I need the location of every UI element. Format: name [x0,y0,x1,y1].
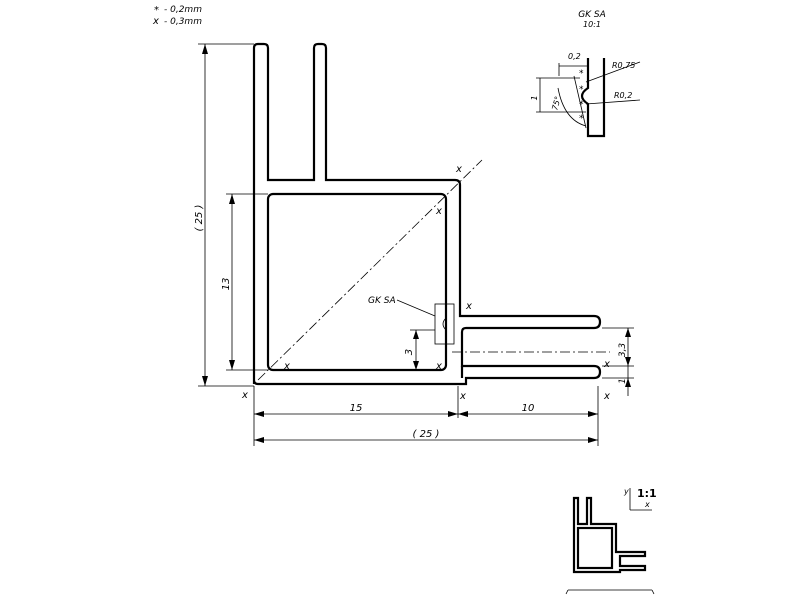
detail-radius-leaders [585,61,641,105]
section-label: GK SA [368,296,396,306]
thumbnail-base [565,589,655,595]
dim-overall-height-label: ( 25 ) [194,205,205,232]
thumbnail-axes [629,488,652,511]
detail-scale: 10:1 [583,20,601,29]
dim-right-arm: 3,3 1 [602,327,634,396]
detail-angle-arc [557,75,587,129]
dim-width-left-label: 15 [350,403,363,414]
x-marker: x [459,391,466,402]
x-marker: x [455,164,462,175]
section-box [434,303,455,345]
detail-dim-top [558,63,589,76]
detail-dim-top-label: 0,2 [568,52,581,61]
detail-view: GK SA 10:1 0,2 1 75° R0,75 R0,2 * * * * [530,10,641,138]
legend-star-text: - 0,2mm [164,5,202,15]
legend-star-symbol: * [154,5,159,16]
detail-radius-1: R0,75 [612,61,635,70]
dim-bottom-widths: 15 10 [253,386,599,446]
dim-inner-height-label: 13 [221,278,232,291]
detail-star-marker: * [579,100,584,110]
detail-star-marker: * [579,114,584,124]
x-marker: x [435,206,442,217]
dim-small-height: 3 [404,329,435,370]
dim-inner-height: 13 [221,193,268,371]
diagonal-centerline [257,159,483,381]
section-groove [442,304,447,344]
detail-title: GK SA [578,10,606,20]
detail-star-marker: * [579,69,584,79]
thumbnail-axis-y: y [623,487,629,496]
detail-dim-side-label: 1 [530,95,539,100]
legend-x-text: - 0,3mm [164,17,202,27]
x-marker: x [241,390,248,401]
profile-outline [252,42,602,386]
detail-groove-profile [580,58,606,138]
detail-star-marker: * [579,85,584,95]
dim-overall-width: ( 25 ) [254,429,598,443]
thumbnail-scale: 1:1 [637,487,657,500]
profile-inner-cavity [266,192,448,372]
detail-angle-label: 75° [550,95,562,111]
dim-right-3-3-label: 3,3 [618,343,628,358]
thumbnail-view: 1:1 y x [565,487,657,595]
thumbnail-profile [572,496,647,574]
x-marker: x [603,391,610,402]
dim-right-1-label: 1 [618,378,628,384]
detail-radius-2: R0,2 [614,91,632,100]
thumbnail-axis-x: x [644,500,650,509]
x-marker: x [465,301,472,312]
legend-x-symbol: x [152,16,159,27]
thumbnail-cavity [576,526,614,570]
dim-small-height-label: 3 [404,349,415,355]
dim-overall-height: ( 25 ) [194,43,254,387]
dim-overall-width-label: ( 25 ) [413,429,440,440]
dim-width-right-label: 10 [522,403,535,414]
x-marker: x [603,359,610,370]
detail-dim-side [536,77,586,113]
profile-outer-contour [252,42,602,386]
section-leader [396,299,436,317]
x-marker: x [435,361,442,372]
x-marker: x [283,361,290,372]
